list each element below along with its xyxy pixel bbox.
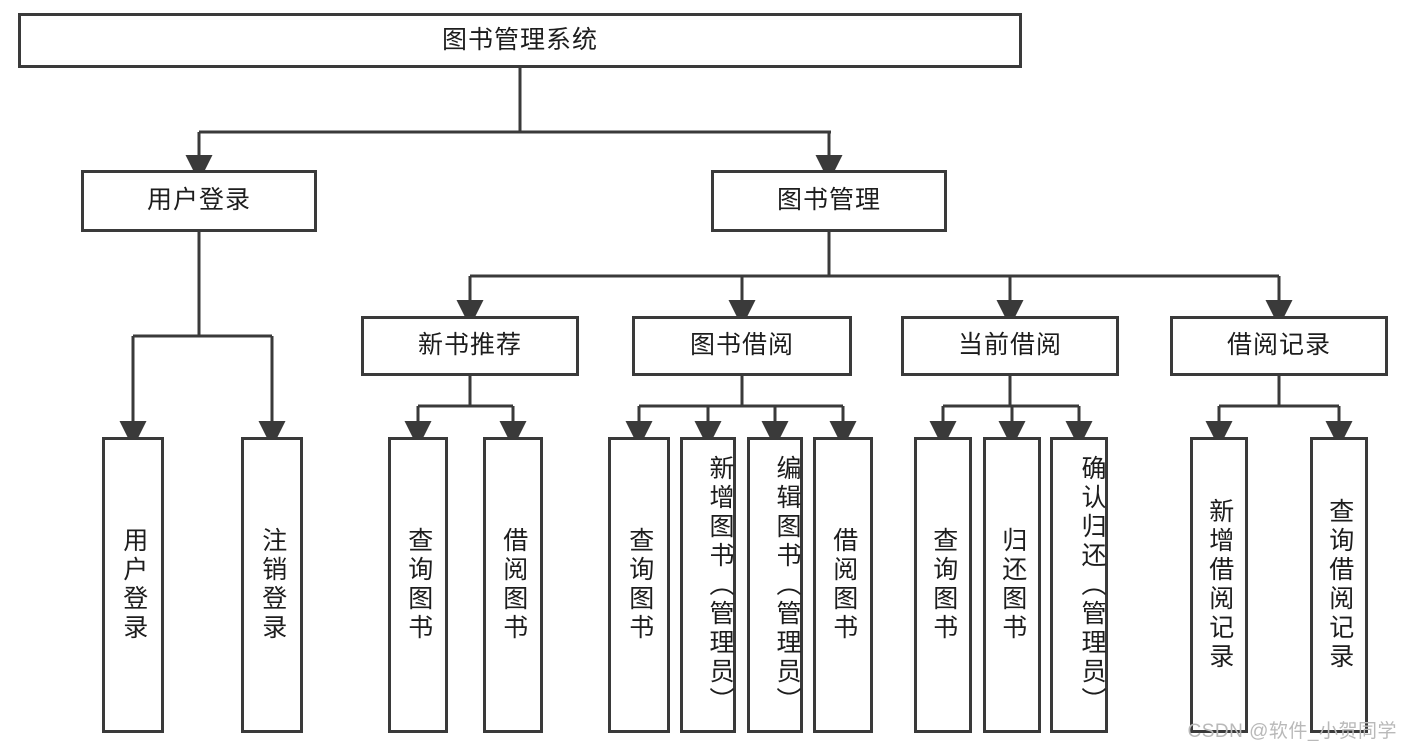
leaf-borrow-book-recommend[interactable]: 借阅图书: [483, 437, 543, 733]
leaf-edit-book-admin[interactable]: 编辑图书（管理员）: [747, 437, 803, 733]
node-book-borrow[interactable]: 图书借阅: [632, 316, 852, 376]
watermark-text: CSDN @软件_小贺同学: [1187, 721, 1397, 742]
leaf-query-book-recommend[interactable]: 查询图书: [388, 437, 448, 733]
leaf-user-login[interactable]: 用户登录: [102, 437, 164, 733]
node-root-system[interactable]: 图书管理系统: [18, 13, 1022, 68]
leaf-confirm-return-admin[interactable]: 确认归还（管理员）: [1050, 437, 1108, 733]
leaf-add-book-admin[interactable]: 新增图书（管理员）: [680, 437, 736, 733]
node-book-management[interactable]: 图书管理: [711, 170, 947, 232]
leaf-query-book-borrow[interactable]: 查询图书: [608, 437, 670, 733]
leaf-query-book-current[interactable]: 查询图书: [914, 437, 972, 733]
leaf-borrow-book[interactable]: 借阅图书: [813, 437, 873, 733]
leaf-query-borrow-record[interactable]: 查询借阅记录: [1310, 437, 1368, 733]
leaf-logout[interactable]: 注销登录: [241, 437, 303, 733]
node-borrow-record[interactable]: 借阅记录: [1170, 316, 1388, 376]
leaf-add-borrow-record[interactable]: 新增借阅记录: [1190, 437, 1248, 733]
leaf-return-book[interactable]: 归还图书: [983, 437, 1041, 733]
node-user-login[interactable]: 用户登录: [81, 170, 317, 232]
node-current-borrow[interactable]: 当前借阅: [901, 316, 1119, 376]
node-new-book-recommend[interactable]: 新书推荐: [361, 316, 579, 376]
